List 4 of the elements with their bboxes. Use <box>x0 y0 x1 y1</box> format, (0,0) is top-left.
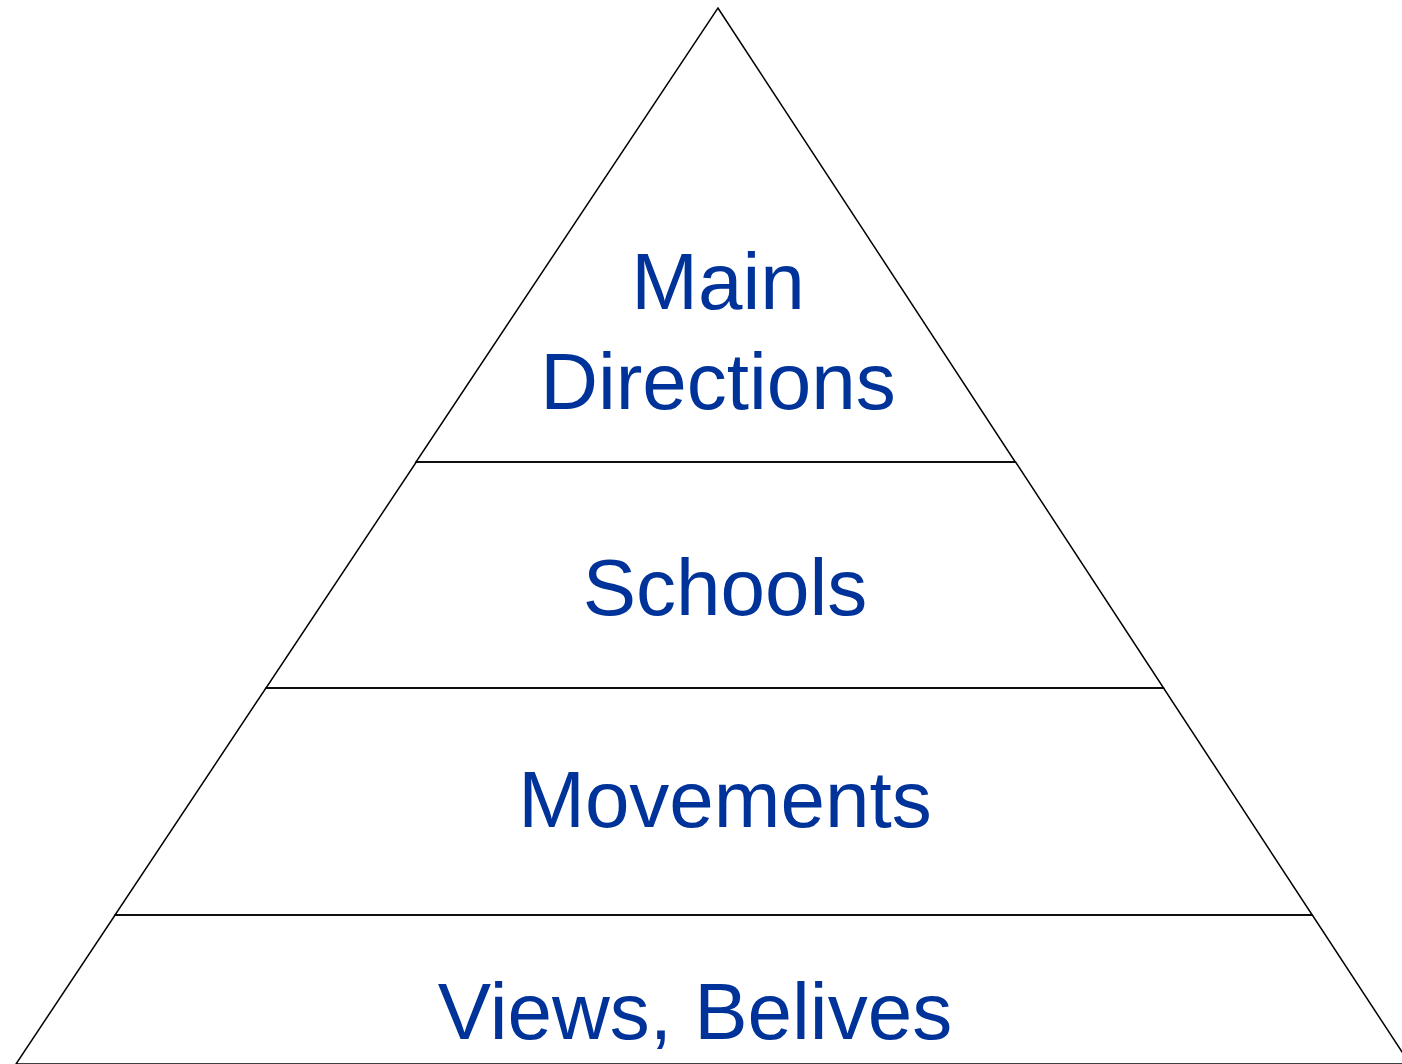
layer-label: Schools <box>582 542 868 634</box>
layer-label: Main Directions <box>539 236 897 428</box>
layer-label: Views, Belives <box>437 966 953 1058</box>
layer-label: Movements <box>518 754 932 846</box>
